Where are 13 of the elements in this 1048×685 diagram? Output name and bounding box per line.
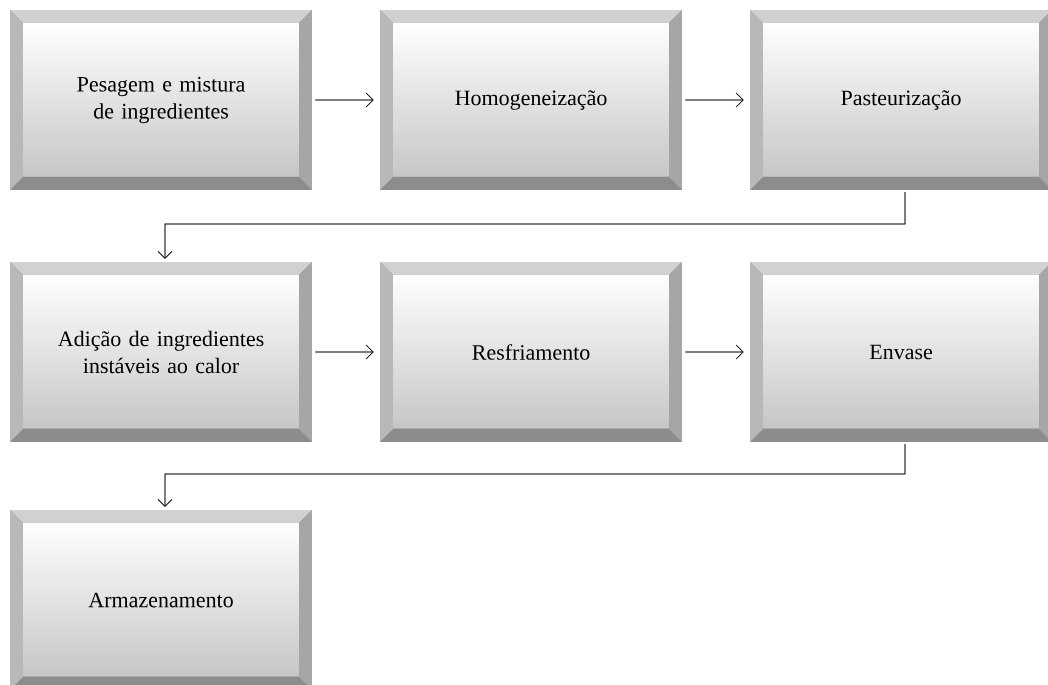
arrow (157, 443, 906, 507)
process-box: Pasteurização (750, 10, 1048, 190)
process-box: Pesagem e mistura de ingredientes (10, 10, 312, 190)
arrow (314, 92, 374, 108)
process-box: Resfriamento (380, 262, 682, 442)
process-box: Armazenamento (10, 510, 312, 685)
process-box: Homogeneização (380, 10, 682, 190)
arrow (314, 344, 374, 360)
process-box: Envase (750, 262, 1048, 442)
arrow (684, 344, 744, 360)
arrow (157, 191, 906, 259)
arrow (684, 92, 744, 108)
process-box: Adição de ingredientes instáveis ao calor (10, 262, 312, 442)
